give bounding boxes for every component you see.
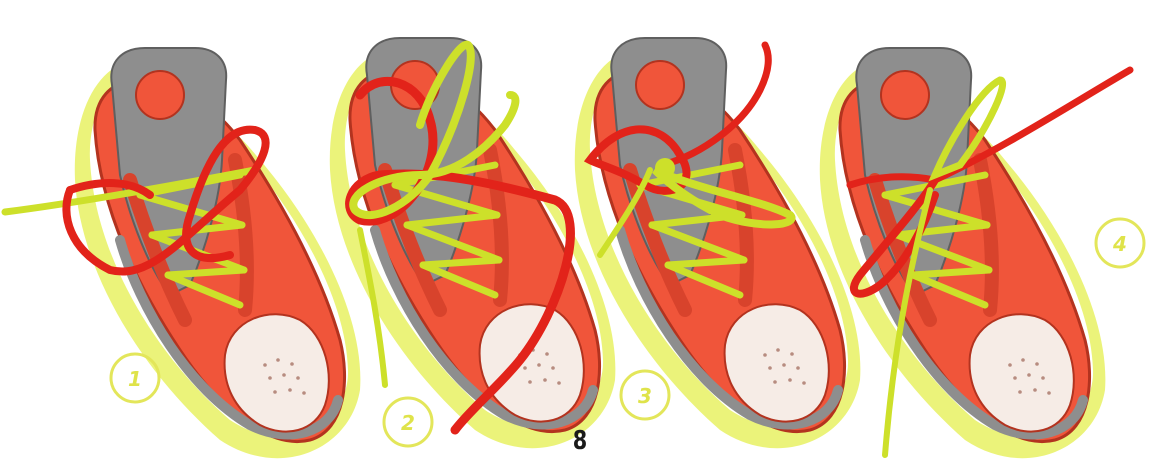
step-number-1: 1 [128,367,142,391]
step-number-2: 2 [401,411,415,435]
step-badge-3: 3 [621,371,669,419]
shoe-step-3 [575,38,861,448]
page-number: 8 [568,428,592,454]
step-number-4: 4 [1112,232,1127,256]
step-badge-2: 2 [384,398,432,446]
step-badge-1: 1 [111,354,159,402]
shoe-step-1 [75,48,361,458]
step-number-3: 3 [638,384,652,408]
step-badge-4: 4 [1096,219,1144,267]
